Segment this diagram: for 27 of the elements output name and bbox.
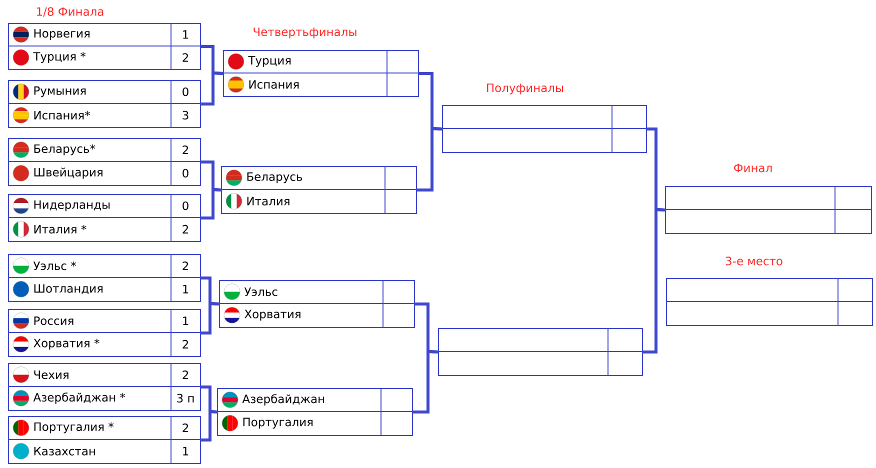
round-heading: Полуфиналы xyxy=(487,84,564,94)
bracket-line xyxy=(413,350,438,414)
match-box xyxy=(666,277,873,326)
match-box: Нидерланды 0 Италия * 2 xyxy=(8,194,201,242)
round-heading: Финал xyxy=(734,164,772,172)
match-box: Чехия 2 Азербайджан * 3 п xyxy=(8,362,201,411)
match-box: Румыния 0 Испания* 3 xyxy=(8,80,201,128)
round-heading: Четвертьфиналы xyxy=(254,28,356,38)
match-box: Турция Испания xyxy=(222,50,419,97)
match-box: Норвегия 1 Турция * 2 xyxy=(8,22,201,70)
match-box: Беларусь Италия xyxy=(220,166,417,214)
bracket-line xyxy=(201,302,220,334)
match-box: Уэльс Хорватия xyxy=(218,279,415,328)
match-box: Португалия * 2 Казахстан 1 xyxy=(8,415,201,464)
match-box: Азербайджан Португалия xyxy=(216,387,413,436)
round-heading: 3-е место xyxy=(726,256,782,266)
match-box: Уэльс * 2 Шотландия 1 xyxy=(8,254,201,302)
bracket-line xyxy=(201,410,218,442)
match-box xyxy=(664,186,872,234)
match-box xyxy=(438,327,643,376)
bracket-line xyxy=(201,71,224,106)
bracket-line xyxy=(201,188,222,220)
match-box xyxy=(442,104,647,153)
bracket-line xyxy=(643,208,666,354)
match-box: Беларусь* 2 Швейцария 0 xyxy=(8,138,201,186)
match-box: Россия 1 Хорватия * 2 xyxy=(8,308,201,357)
bracket-line xyxy=(417,126,442,192)
